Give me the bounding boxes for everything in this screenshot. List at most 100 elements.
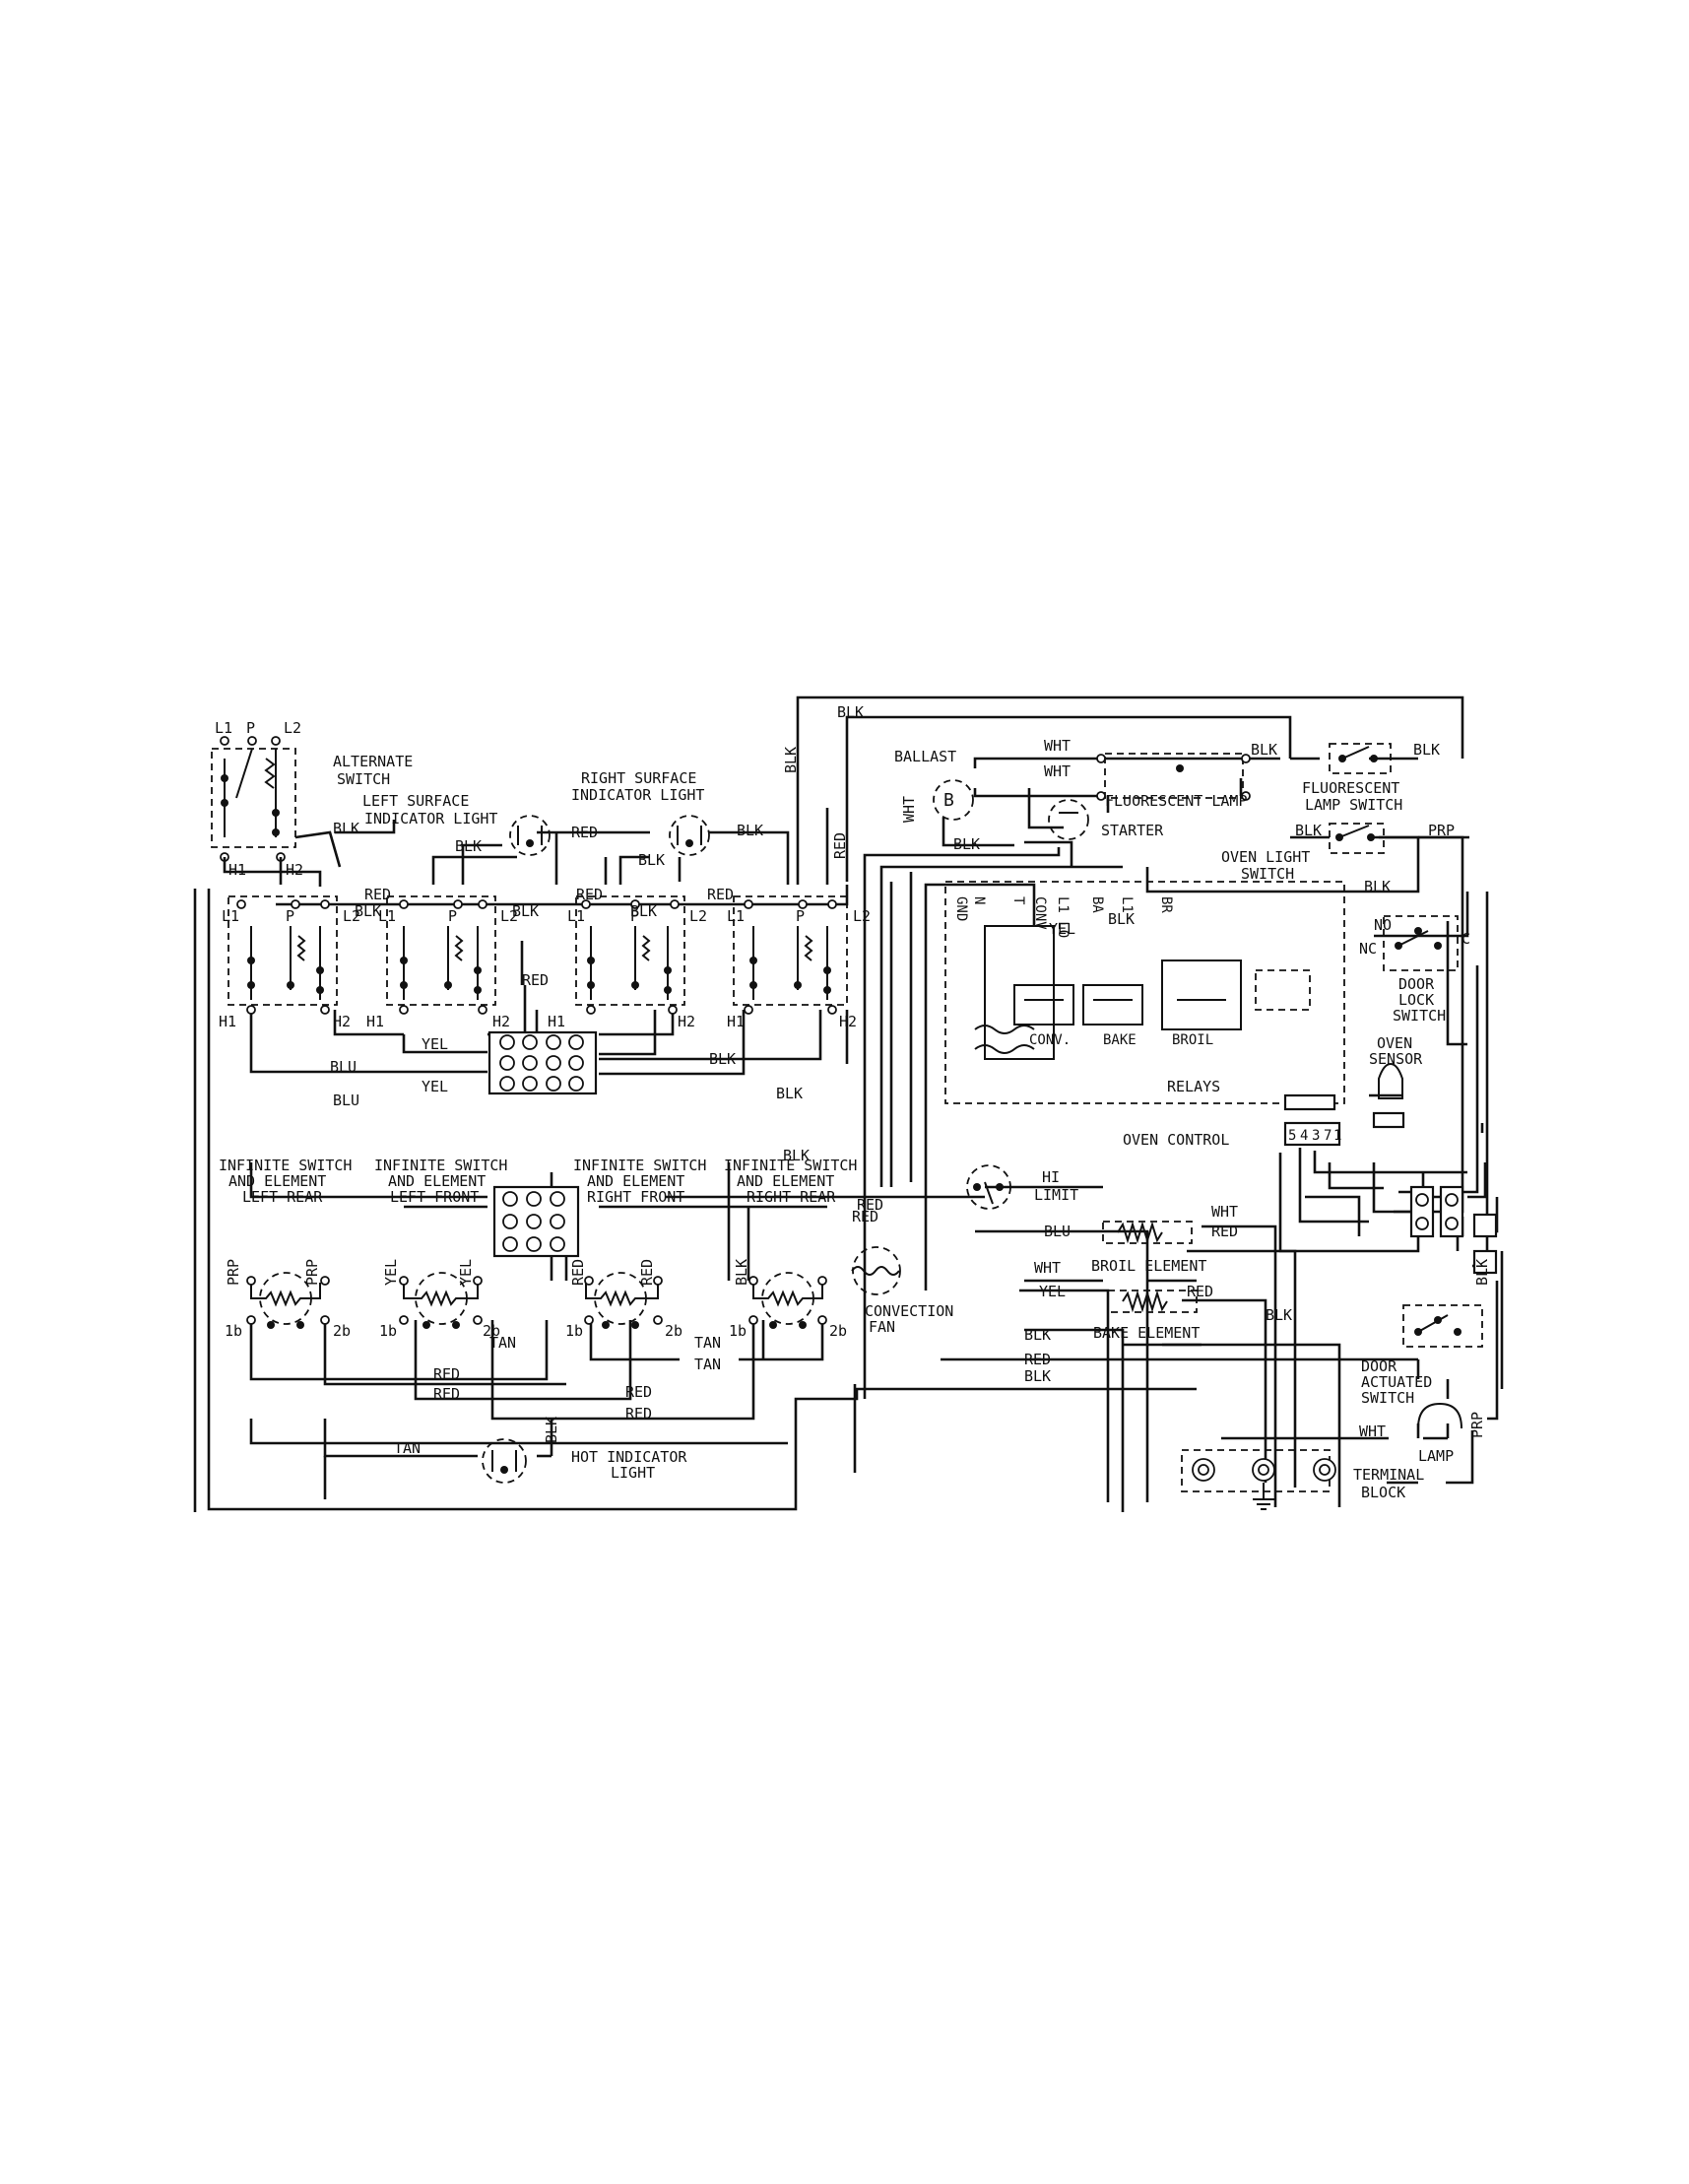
sensor-pin-5: 5 — [1288, 1128, 1296, 1144]
door-lock-nc: NC — [1359, 940, 1377, 958]
wire-label-tan-3: TAN — [694, 1356, 721, 1373]
wire-label-yel-2: YEL — [422, 1078, 448, 1095]
relay-term-gnd: GND — [953, 896, 969, 921]
wire-label-wht-1: WHT — [1044, 737, 1071, 755]
fluorescent-lamp: FLUORESCENT LAMP — [1096, 753, 1251, 810]
wire-label-red-15: RED — [1024, 1351, 1051, 1368]
starter-label: STARTER — [1101, 822, 1164, 839]
wire-label-wht-4: WHT — [1211, 1203, 1238, 1221]
sensor-pin-4: 4 — [1300, 1128, 1308, 1144]
door-actuated-label-1: DOOR — [1361, 1357, 1397, 1375]
fluorescent-lamp-switch: FLUORESCENT LAMP SWITCH — [1302, 743, 1402, 814]
wire-label-red-3: RED — [576, 886, 603, 903]
wire-labels: BLK BLK RED BLK BLK BLK BLK RED RED BLK … — [225, 703, 1491, 1457]
wire-label-yel-4: YEL — [457, 1259, 475, 1286]
convection-fan-label-2: FAN — [869, 1318, 895, 1336]
relay-term-n: N — [971, 896, 987, 904]
lf-h2: H2 — [492, 1013, 510, 1030]
lf-l2: L2 — [500, 907, 518, 925]
oven-light-switch-label-1: OVEN LIGHT — [1221, 848, 1310, 866]
relay-term-br: BR — [1158, 896, 1174, 913]
wire-label-red-14: RED — [1187, 1283, 1213, 1300]
door-lock-switch: NO NC C DOOR LOCK SWITCH — [1359, 915, 1470, 1025]
surface-switch-right-rear: L1 P L2 H1 H2 — [727, 895, 871, 1030]
wire-label-wht-6: WHT — [1359, 1423, 1386, 1440]
lf-h1: H1 — [366, 1013, 384, 1030]
wire-label-prp-4: PRP — [1468, 1412, 1486, 1438]
door-lock-label-1: DOOR — [1398, 975, 1435, 993]
wire-label-blk-15: BLK — [1413, 741, 1440, 759]
wire-label-wht-3: WHT — [900, 796, 918, 823]
wire-label-blu-3: BLU — [1044, 1223, 1071, 1240]
left-surface-label-1: LEFT SURFACE — [362, 792, 469, 810]
rr-h2: H2 — [839, 1013, 857, 1030]
lamp-label: LAMP — [1418, 1447, 1454, 1465]
wire-label-yel-6: YEL — [1039, 1283, 1066, 1300]
door-lock-no: NO — [1374, 916, 1392, 934]
wire-label-prp-1: PRP — [225, 1259, 242, 1286]
rf-l2: L2 — [689, 907, 707, 925]
hi-limit-label-1: HI — [1042, 1168, 1060, 1186]
infinite-switch-right-front: 1b 2b INFINITE SWITCH AND ELEMENT RIGHT … — [565, 1157, 706, 1340]
wire-label-blk-10: BLK — [783, 1147, 810, 1164]
wire-label-blk-top: BLK — [837, 703, 864, 721]
relay-term-ba: BA — [1089, 896, 1105, 913]
inf-lf-1: INFINITE SWITCH — [374, 1157, 507, 1174]
wire-label-red-10: RED — [433, 1385, 460, 1403]
wire-label-blk-11: BLK — [733, 1259, 750, 1286]
broil-element-label: BROIL ELEMENT — [1091, 1257, 1206, 1275]
oven-sensor-label-1: OVEN — [1377, 1034, 1412, 1052]
rf-1b: 1b — [565, 1322, 583, 1340]
rr-p: P — [796, 907, 805, 925]
wire-label-red-5: RED — [522, 971, 549, 989]
wire-label-red-12: RED — [625, 1405, 652, 1423]
rf-h1: H1 — [548, 1013, 565, 1030]
wire-label-blu-2: BLU — [333, 1092, 359, 1109]
wire-label-blk-9: BLK — [776, 1085, 803, 1102]
door-actuated-label-2: ACTUATED — [1361, 1373, 1432, 1391]
rf-p: P — [630, 907, 639, 925]
wire-label-blk-18: BLK — [1108, 910, 1135, 928]
wire-label-blu-1: BLU — [330, 1058, 357, 1076]
oven-control-connector: 5 4 3 7 1 — [1283, 1121, 1341, 1147]
wire-label-red-v: RED — [831, 832, 849, 859]
lf-p: P — [448, 907, 457, 925]
relay-term-l1: L1 — [1119, 896, 1135, 913]
wire-label-blk-3: BLK — [737, 822, 763, 839]
inf-lr-3: LEFT REAR — [242, 1188, 323, 1206]
wire-label-blk-13: BLK — [953, 835, 980, 853]
svg-text:B: B — [943, 790, 954, 811]
convection-fan-label-1: CONVECTION — [865, 1302, 953, 1320]
surface-switch-right-front: L1 P L2 H1 H2 — [548, 895, 707, 1030]
wire-label-wht-5: WHT — [1034, 1259, 1061, 1277]
broil-element: BROIL ELEMENT — [1091, 1221, 1206, 1275]
wire-label-prp-3: PRP — [1428, 822, 1455, 839]
inf-rf-3: RIGHT FRONT — [587, 1188, 684, 1206]
lr-h2: H2 — [333, 1013, 351, 1030]
wire-label-blk-v: BLK — [782, 747, 800, 773]
rf-2b: 2b — [665, 1322, 682, 1340]
wire-label-blk-21: BLK — [1024, 1367, 1051, 1385]
fluor-switch-label-2: LAMP SWITCH — [1305, 796, 1402, 814]
lr-l2: L2 — [343, 907, 360, 925]
oven-sensor: OVEN SENSOR — [1369, 1034, 1423, 1129]
door-actuated-switch: DOOR ACTUATED SWITCH — [1361, 1304, 1483, 1407]
infinite-switch-right-rear: 1b 2b INFINITE SWITCH AND ELEMENT RIGHT … — [724, 1157, 857, 1340]
convection-fan: CONVECTION FAN — [851, 1246, 953, 1336]
lf-1b: 1b — [379, 1322, 397, 1340]
relay-term-t: T — [1010, 896, 1026, 905]
terminal-block-label-1: TERMINAL — [1353, 1466, 1424, 1484]
rr-1b: 1b — [729, 1322, 747, 1340]
infinite-switch-left-rear: 1b 2b INFINITE SWITCH AND ELEMENT LEFT R… — [219, 1157, 352, 1340]
oven-control: CONV. BAKE BROIL RELAYS OVEN CONTROL 5 4… — [944, 881, 1345, 1149]
wire-label-red-2: RED — [364, 886, 391, 903]
sensor-pin-1: 1 — [1333, 1128, 1341, 1144]
wire-label-blk-16: BLK — [1295, 822, 1322, 839]
oven-control-label: OVEN CONTROL — [1123, 1131, 1229, 1149]
alternate-switch-label-1: ALTERNATE — [333, 753, 413, 770]
alt-l2-label: L2 — [284, 719, 301, 737]
inf-rf-2: AND ELEMENT — [587, 1172, 684, 1190]
wire-label-red-11: RED — [625, 1383, 652, 1401]
surface-switch-left-front: L1 P L2 H1 H2 — [366, 895, 518, 1030]
wire-label-blk-17: BLK — [1364, 878, 1391, 895]
